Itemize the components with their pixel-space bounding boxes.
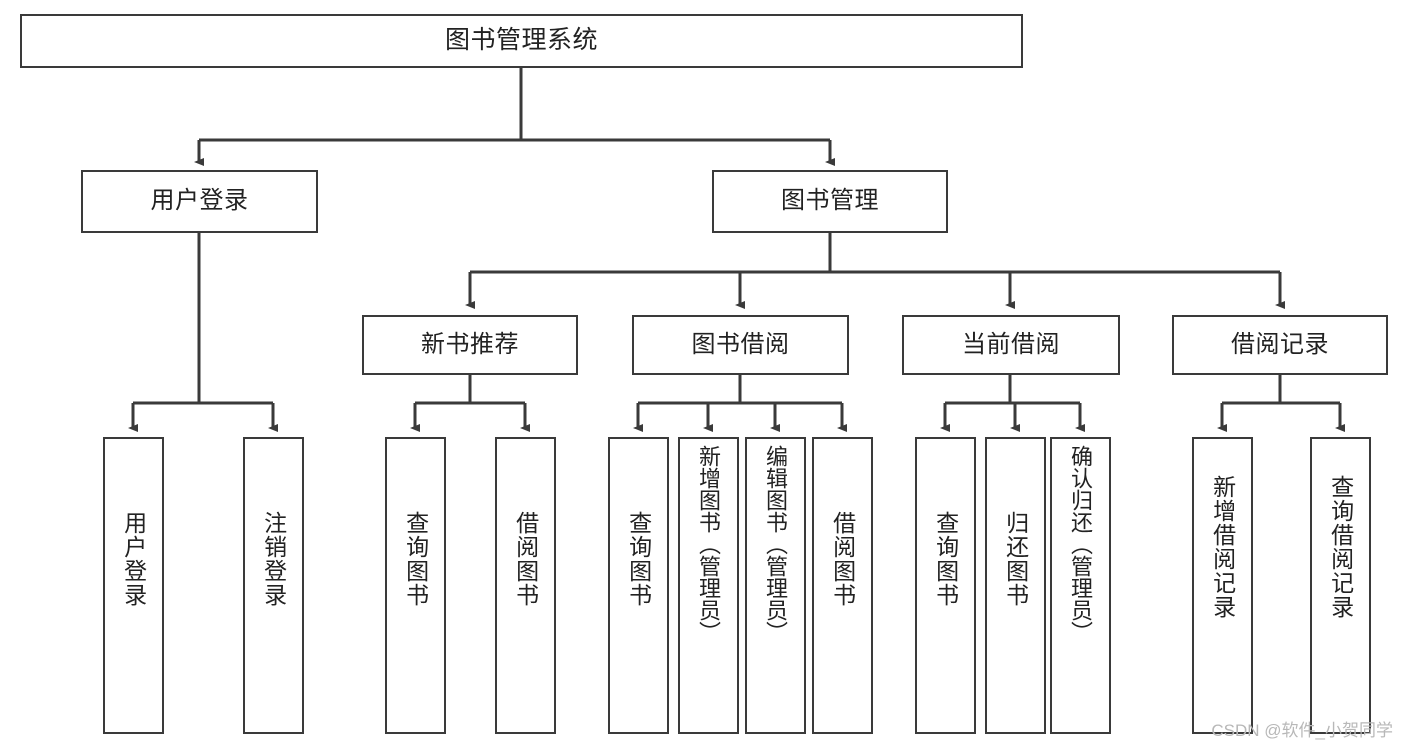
edge-borrowrecord-to-leaves [1217, 375, 1345, 432]
node-label: 确认归还（管理员） [1068, 445, 1094, 643]
leaf-user-login[interactable]: 用户登录 [103, 437, 164, 734]
leaf-query-book-current[interactable]: 查询图书 [915, 437, 976, 734]
node-label: 图书管理系统 [444, 26, 598, 55]
leaf-borrow-book-recommend[interactable]: 借阅图书 [495, 437, 556, 734]
node-label: 新书推荐 [421, 330, 519, 358]
leaf-return-book[interactable]: 归还图书 [985, 437, 1046, 734]
node-label: 查询图书 [932, 511, 959, 607]
edge-userlogin-to-leaves [128, 233, 278, 432]
node-label: 注销登录 [260, 511, 287, 607]
edge-currentborrow-to-leaves [940, 375, 1085, 432]
leaf-query-borrow-record[interactable]: 查询借阅记录 [1310, 437, 1371, 734]
leaf-borrow-book-borrow[interactable]: 借阅图书 [812, 437, 873, 734]
node-new-book-recommend[interactable]: 新书推荐 [362, 315, 578, 375]
csdn-watermark: CSDN @软件_小贺同学 [1211, 721, 1393, 740]
leaf-query-book-borrow[interactable]: 查询图书 [608, 437, 669, 734]
node-book-management[interactable]: 图书管理 [712, 170, 948, 233]
node-borrow-record[interactable]: 借阅记录 [1172, 315, 1388, 375]
node-label: 查询图书 [402, 511, 429, 607]
edge-newbook-to-leaves [410, 375, 530, 432]
node-label: 新增借阅记录 [1209, 475, 1236, 619]
leaf-user-logout[interactable]: 注销登录 [243, 437, 304, 734]
edge-bookborrow-to-leaves [633, 375, 847, 432]
node-current-borrow[interactable]: 当前借阅 [902, 315, 1120, 375]
leaf-add-borrow-record[interactable]: 新增借阅记录 [1192, 437, 1253, 734]
leaf-edit-book-admin[interactable]: 编辑图书（管理员） [745, 437, 806, 734]
leaf-query-book-recommend[interactable]: 查询图书 [385, 437, 446, 734]
edge-bookmanage-to-level3 [465, 233, 1285, 309]
node-label: 借阅图书 [829, 511, 856, 607]
node-label: 归还图书 [1002, 511, 1029, 607]
node-root-book-management-system[interactable]: 图书管理系统 [20, 14, 1023, 68]
edge-root-to-level2 [194, 68, 835, 166]
node-label: 借阅图书 [512, 511, 539, 607]
node-label: 用户登录 [150, 187, 249, 215]
node-book-borrow[interactable]: 图书借阅 [632, 315, 849, 375]
node-user-login[interactable]: 用户登录 [81, 170, 318, 233]
node-label: 编辑图书（管理员） [763, 445, 789, 643]
node-label: 查询借阅记录 [1327, 475, 1354, 619]
node-label: 图书借阅 [691, 330, 790, 358]
node-label: 借阅记录 [1231, 330, 1329, 358]
leaf-add-book-admin[interactable]: 新增图书（管理员） [678, 437, 739, 734]
node-label: 图书管理 [781, 187, 879, 215]
leaf-confirm-return-admin[interactable]: 确认归还（管理员） [1050, 437, 1111, 734]
node-label: 新增图书（管理员） [696, 445, 722, 643]
node-label: 当前借阅 [962, 330, 1060, 358]
node-label: 查询图书 [625, 511, 652, 607]
node-label: 用户登录 [120, 511, 147, 607]
